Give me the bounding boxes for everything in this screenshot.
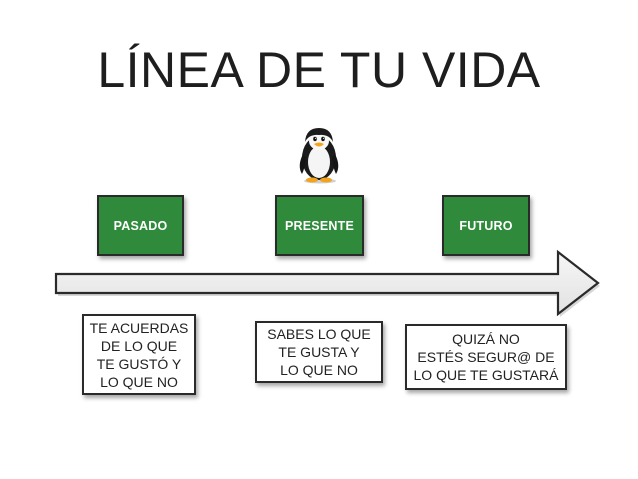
stage-box-futuro: FUTURO (442, 195, 530, 256)
penguin-icon (299, 128, 339, 184)
note-text: TE ACUERDAS DE LO QUE TE GUSTÓ Y LO QUE … (89, 319, 189, 390)
page-title: LÍNEA DE TU VIDA (97, 42, 541, 98)
stage-label: PASADO (113, 218, 168, 233)
stage-label: FUTURO (459, 218, 513, 233)
stage-box-pasado: PASADO (97, 195, 184, 256)
stage-box-presente: PRESENTE (275, 195, 364, 256)
note-box-presente: SABES LO QUE TE GUSTA Y LO QUE NO (255, 321, 383, 383)
note-box-futuro: QUIZÁ NO ESTÉS SEGUR@ DE LO QUE TE GUSTA… (405, 324, 567, 390)
note-text: QUIZÁ NO ESTÉS SEGUR@ DE LO QUE TE GUSTA… (413, 331, 559, 383)
timeline-arrow (54, 249, 600, 317)
stage-label: PRESENTE (285, 218, 354, 233)
note-box-pasado: TE ACUERDAS DE LO QUE TE GUSTÓ Y LO QUE … (82, 314, 196, 395)
note-text: SABES LO QUE TE GUSTA Y LO QUE NO (267, 326, 371, 378)
